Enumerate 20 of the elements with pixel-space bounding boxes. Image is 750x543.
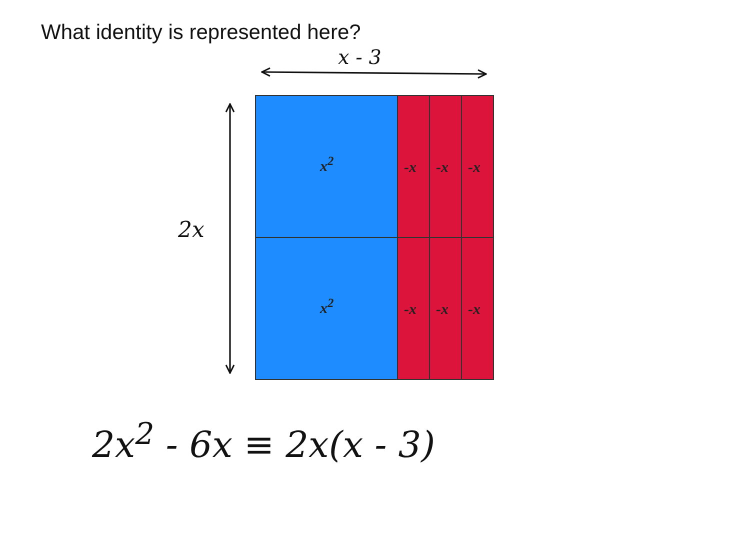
strip-tile xyxy=(397,237,430,380)
tile-label: x$^{2}$ xyxy=(320,154,334,176)
square-tile xyxy=(255,95,398,238)
tile-label: -x xyxy=(404,160,416,177)
dimension-label: 2x xyxy=(178,218,204,243)
tile-label: -x xyxy=(436,302,448,319)
tile-label: -x xyxy=(468,302,480,319)
strip-tile xyxy=(397,95,430,238)
tile-label: x$^{2}$ xyxy=(320,296,334,318)
question-title: What identity is represented here? xyxy=(41,21,361,45)
strip-tile xyxy=(429,95,462,238)
dimension-label: x - 3 xyxy=(338,45,382,69)
tile-label: -x xyxy=(404,302,416,319)
strip-tile xyxy=(461,237,494,380)
square-tile xyxy=(255,237,398,380)
tile-label: -x xyxy=(468,160,480,177)
strip-tile xyxy=(461,95,494,238)
identity-equation: 2x$^{2}$ - 6x ≡ 2x(x - 3) xyxy=(92,417,436,466)
tile-label: -x xyxy=(436,160,448,177)
strip-tile xyxy=(429,237,462,380)
